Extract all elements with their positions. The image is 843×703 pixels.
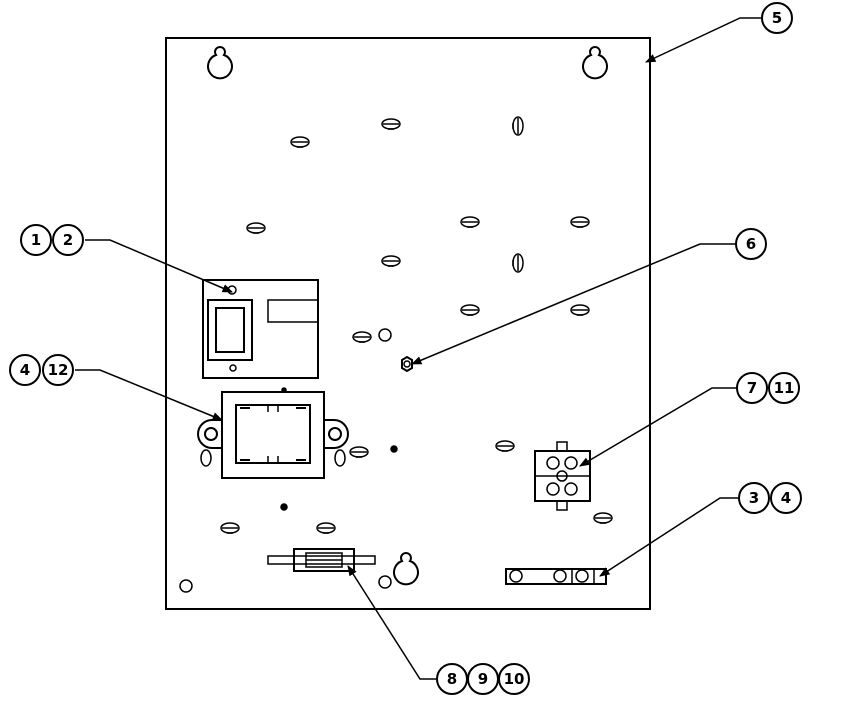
callout-3-4: 3 4: [738, 482, 802, 514]
callout-number: 9: [478, 670, 488, 688]
callout-number: 5: [772, 9, 782, 27]
callout-4-12: 4 12: [9, 354, 74, 386]
callout-number: 6: [746, 235, 756, 253]
callout-number: 4: [781, 489, 791, 507]
keyhole-slot-bottom: [393, 552, 419, 586]
standoff-studs: [220, 118, 613, 534]
callout-number: 7: [747, 379, 757, 397]
callout-8-9-10: 8 9 10: [436, 663, 530, 695]
callout-number: 10: [504, 670, 525, 688]
callout-number: 11: [774, 379, 795, 397]
keyhole-slot-top-left: [207, 46, 233, 80]
hex-nut: [401, 355, 413, 373]
keyhole-slot-top-right: [582, 46, 608, 80]
callout-number: 1: [31, 231, 41, 249]
callout-number: 12: [48, 361, 69, 379]
leader-lines: [75, 17, 762, 680]
backplate-panel: [165, 37, 651, 610]
callout-number: 4: [20, 361, 30, 379]
fuse-holder: [267, 548, 376, 572]
transformer: [197, 391, 349, 479]
callout-6: 6: [735, 228, 767, 260]
callout-number: 3: [749, 489, 759, 507]
ground-bar: [505, 568, 607, 585]
callout-5: 5: [761, 2, 793, 34]
callout-1-2: 1 2: [20, 224, 84, 256]
callout-number: 8: [447, 670, 457, 688]
switch-assembly: [202, 279, 319, 379]
terminal-block: [534, 441, 591, 511]
callout-7-11: 7 11: [736, 372, 800, 404]
mounting-holes: [179, 328, 398, 593]
callout-number: 2: [63, 231, 73, 249]
standoff-studs-vertical: [512, 116, 524, 273]
